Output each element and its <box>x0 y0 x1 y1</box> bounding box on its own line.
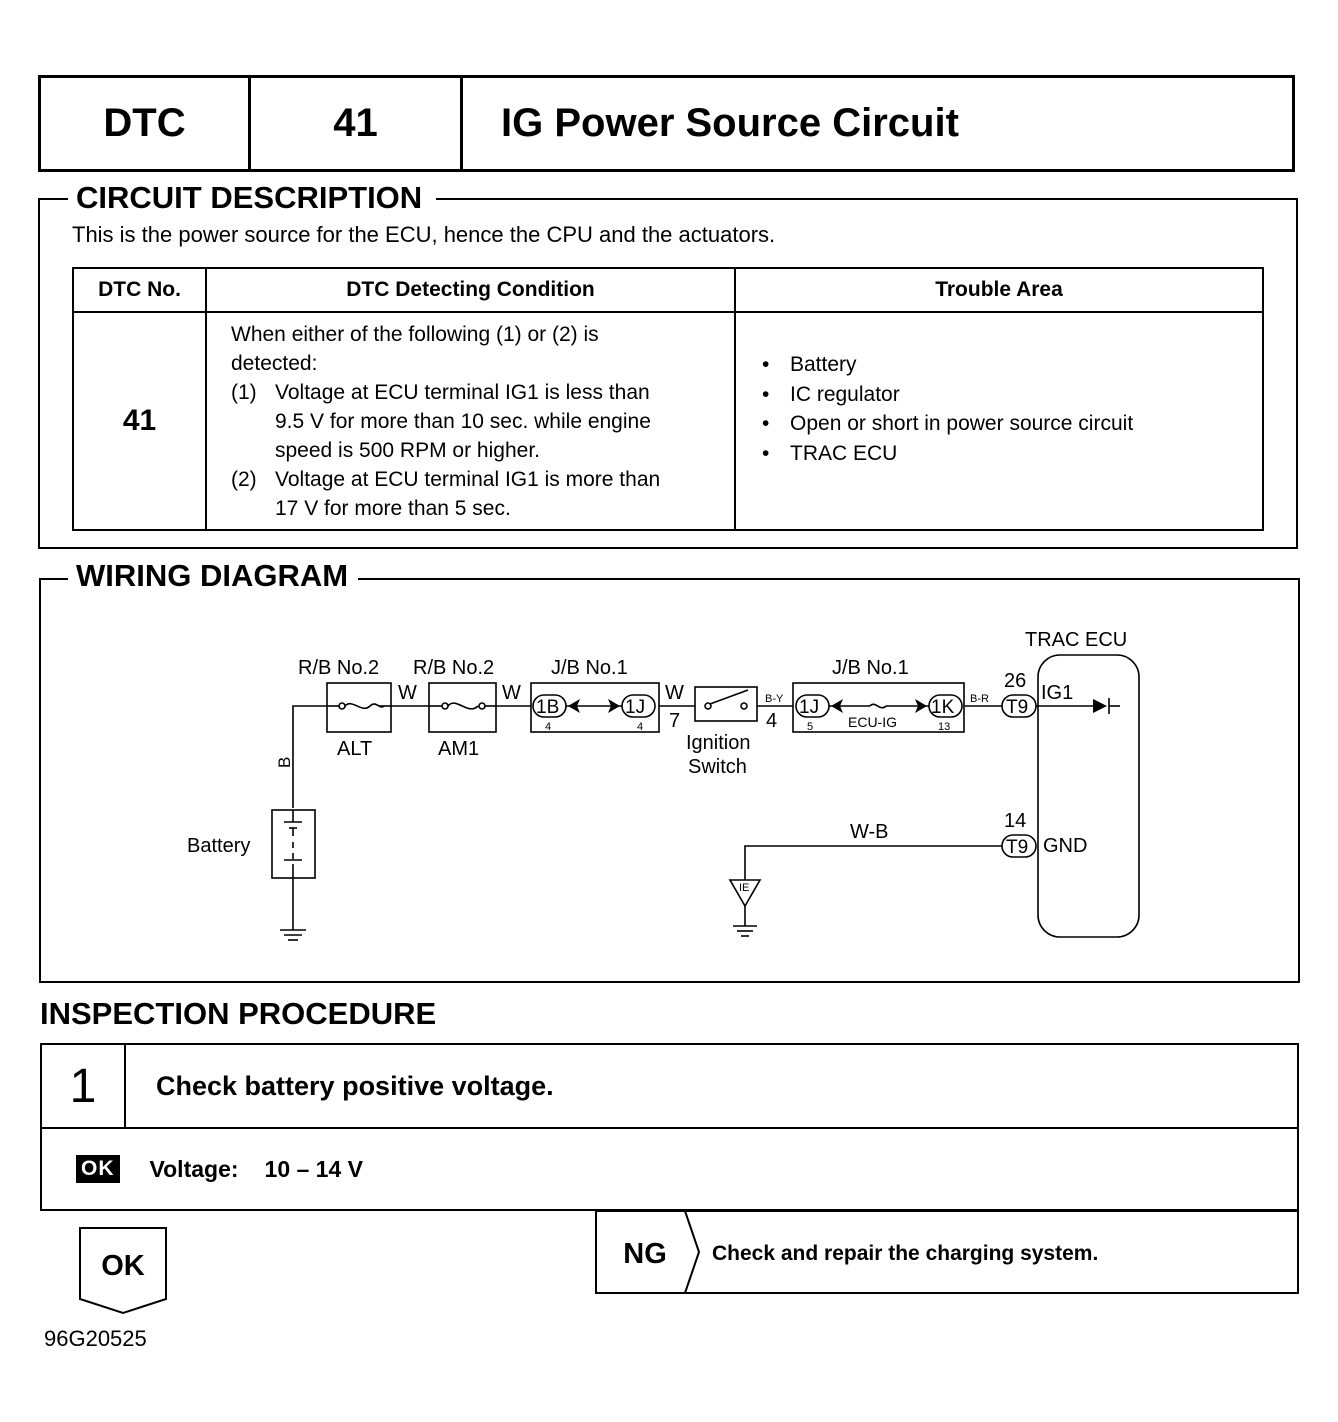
step-title: Check battery positive voltage. <box>156 1070 554 1101</box>
wire-w-1: W <box>398 682 417 704</box>
circuit-description-heading: CIRCUIT DESCRIPTION <box>68 180 437 216</box>
ok-arrow-label: OK <box>101 1250 145 1282</box>
jb-no1-label-2: J/B No.1 <box>832 657 909 679</box>
connector-1j-left: 1J <box>625 697 645 718</box>
ng-box: NG Check and repair the charging system. <box>595 1210 1299 1294</box>
trouble-area-item: •TRAC ECU <box>762 441 898 465</box>
trouble-area-item: •IC regulator <box>762 382 900 406</box>
condition-1-line-2: 9.5 V for more than 10 sec. while engine <box>275 409 651 433</box>
alt-fuse-label: ALT <box>337 738 372 760</box>
ignition-label-1: Ignition <box>686 732 751 754</box>
condition-2-num: (2) <box>231 467 257 491</box>
circuit-description-frame <box>38 198 1298 549</box>
jb-no1-label-1: J/B No.1 <box>551 657 628 679</box>
trouble-area-item: •Battery <box>762 353 857 376</box>
pin-4-1b: 4 <box>545 721 551 733</box>
connector-1k: 1K <box>931 697 955 718</box>
connector-1b: 1B <box>536 697 559 718</box>
ok-badge: OK <box>76 1155 120 1183</box>
col-condition: DTC Detecting Condition <box>205 267 736 313</box>
page-title: IG Power Source Circuit <box>501 101 959 145</box>
voltage-value: 10 – 14 V <box>264 1155 363 1182</box>
condition-1-num: (1) <box>231 380 257 404</box>
battery-label: Battery <box>187 835 250 857</box>
inspection-heading: INSPECTION PROCEDURE <box>40 996 437 1031</box>
am1-fuse-label: AM1 <box>438 738 479 760</box>
dtc-table: DTC No. DTC Detecting Condition Trouble … <box>72 267 1264 531</box>
condition-intro-2: detected: <box>231 351 318 375</box>
wire-w-3: W <box>665 682 684 704</box>
condition-1-line-3: speed is 500 RPM or higher. <box>275 438 540 462</box>
pin-5: 5 <box>807 721 813 733</box>
dtc-header: DTC 41 IG Power Source Circuit <box>38 75 1295 172</box>
wire-w-2: W <box>502 682 521 704</box>
connector-t9-gnd: T9 <box>1006 837 1028 858</box>
ecu-ig-fuse-label: ECU-IG <box>848 714 897 730</box>
wiring-diagram-heading: WIRING DIAGRAM <box>68 558 359 594</box>
condition-intro-1: When either of the following (1) or (2) … <box>231 322 599 346</box>
connector-1j-right: 1J <box>799 697 819 718</box>
figure-id: 96G20525 <box>44 1326 147 1351</box>
step-1-result-box: OK Voltage: 10 – 14 V <box>40 1127 1299 1211</box>
wire-by: B-Y <box>765 693 784 705</box>
circuit-description-text: This is the power source for the ECU, he… <box>72 222 776 247</box>
step-number: 1 <box>42 1045 126 1127</box>
trac-ecu-label: TRAC ECU <box>1025 629 1127 651</box>
trouble-area-cell: •Battery •IC regulator •Open or short in… <box>734 311 1264 531</box>
pin-4-1j: 4 <box>637 721 643 733</box>
col-dtc-no: DTC No. <box>72 267 207 313</box>
condition-2-line-1: Voltage at ECU terminal IG1 is more than <box>275 467 661 491</box>
wiring-diagram: R/B No.2 R/B No.2 J/B No.1 J/B No.1 TRAC… <box>187 629 1140 941</box>
pin-13: 13 <box>938 721 950 733</box>
condition-1-line-1: Voltage at ECU terminal IG1 is less than <box>275 380 650 404</box>
wiring-diagram-frame <box>39 578 1300 983</box>
rb-no2-label-1: R/B No.2 <box>298 657 379 679</box>
pin-4-ignition: 4 <box>766 710 777 732</box>
step-1-box: 1 Check battery positive voltage. <box>40 1043 1299 1129</box>
ng-label: NG <box>623 1238 667 1270</box>
pin-7: 7 <box>669 710 680 732</box>
condition-1: (1) Voltage at ECU terminal IG1 is less … <box>231 378 722 465</box>
rb-no2-label-2: R/B No.2 <box>413 657 494 679</box>
wire-b: B <box>275 757 294 768</box>
wire-br: B-R <box>970 693 989 705</box>
wire-wb: W-B <box>850 821 889 843</box>
condition-cell: When either of the following (1) or (2) … <box>205 311 736 531</box>
voltage-label: Voltage: <box>149 1155 239 1182</box>
dtc-code: 41 <box>251 78 463 169</box>
ok-arrow-box: OK <box>79 1227 167 1315</box>
pin-26: 26 <box>1004 670 1026 692</box>
ig1-terminal: IG1 <box>1041 682 1073 704</box>
dtc-no-cell: 41 <box>72 311 207 531</box>
trouble-area-item: •Open or short in power source circuit <box>762 412 1134 435</box>
dtc-label: DTC <box>41 78 251 169</box>
gnd-terminal: GND <box>1043 835 1087 857</box>
condition-2: (2) Voltage at ECU terminal IG1 is more … <box>231 465 722 523</box>
col-trouble-area: Trouble Area <box>734 267 1264 313</box>
pin-14: 14 <box>1004 810 1026 832</box>
ie-ground-label: IE <box>739 882 749 894</box>
ng-action: Check and repair the charging system. <box>712 1242 1098 1265</box>
ignition-label-2: Switch <box>688 756 747 778</box>
condition-2-line-2: 17 V for more than 5 sec. <box>275 496 511 520</box>
connector-t9-ig1: T9 <box>1006 697 1028 718</box>
